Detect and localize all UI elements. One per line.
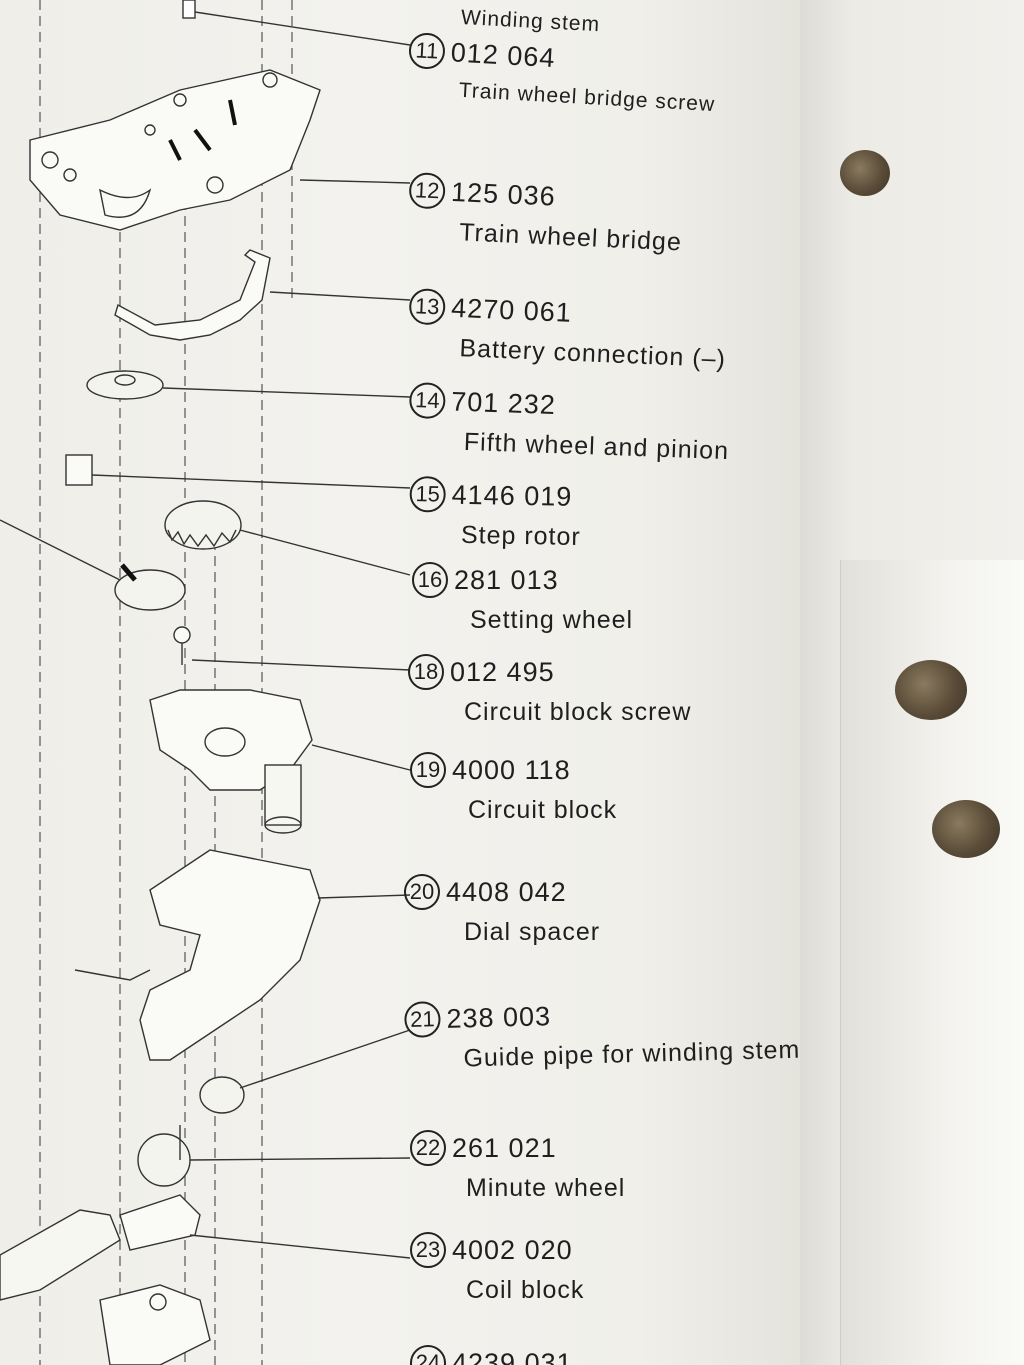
- part-code: 4002 020: [452, 1234, 573, 1265]
- part-number-badge: 21: [404, 1001, 441, 1038]
- parts-entry-24: 24 4239 031: [410, 1345, 573, 1365]
- part-code: 012 064: [450, 36, 557, 73]
- part-code: 4000 118: [452, 754, 571, 785]
- part-description: Minute wheel: [466, 1174, 626, 1202]
- part-code: 125 036: [450, 176, 557, 212]
- part-code: 4270 061: [450, 292, 573, 328]
- part-code: 701 232: [450, 385, 557, 420]
- part-description: Circuit block: [468, 796, 618, 824]
- part-description: Dial spacer: [464, 918, 601, 946]
- part-code: 012 495: [450, 656, 555, 687]
- part-description: Setting wheel: [470, 606, 634, 634]
- part-code: 4146 019: [451, 479, 573, 512]
- part-number-badge: 20: [404, 874, 440, 910]
- part-code: 261 021: [452, 1132, 557, 1163]
- part-number-badge: 16: [412, 562, 448, 598]
- part-number-badge: 18: [408, 654, 444, 690]
- part-number-badge: 13: [408, 288, 446, 326]
- part-description: Coil block: [466, 1276, 585, 1304]
- part-description: Circuit block screw: [464, 698, 692, 726]
- part-number-badge: 19: [410, 752, 446, 788]
- part-number-badge: 24: [410, 1345, 446, 1365]
- binder-hole: [895, 660, 967, 720]
- part-description: Step rotor: [460, 520, 581, 551]
- exploded-movement-diagram: [0, 0, 411, 1365]
- part-number-badge: 14: [408, 382, 446, 420]
- binder-hole: [840, 150, 890, 196]
- part-code: 4408 042: [446, 876, 567, 907]
- part-number-badge: 12: [408, 172, 446, 210]
- part-code: 4239 031: [452, 1347, 573, 1365]
- part-number-badge: 15: [409, 476, 446, 513]
- part-number-badge: 23: [410, 1232, 446, 1268]
- part-number-badge: 22: [410, 1130, 446, 1166]
- part-code: 281 013: [454, 564, 559, 595]
- binder-hole: [932, 800, 1000, 858]
- part-code: 238 003: [446, 1000, 552, 1034]
- part-number-badge: 11: [407, 32, 446, 70]
